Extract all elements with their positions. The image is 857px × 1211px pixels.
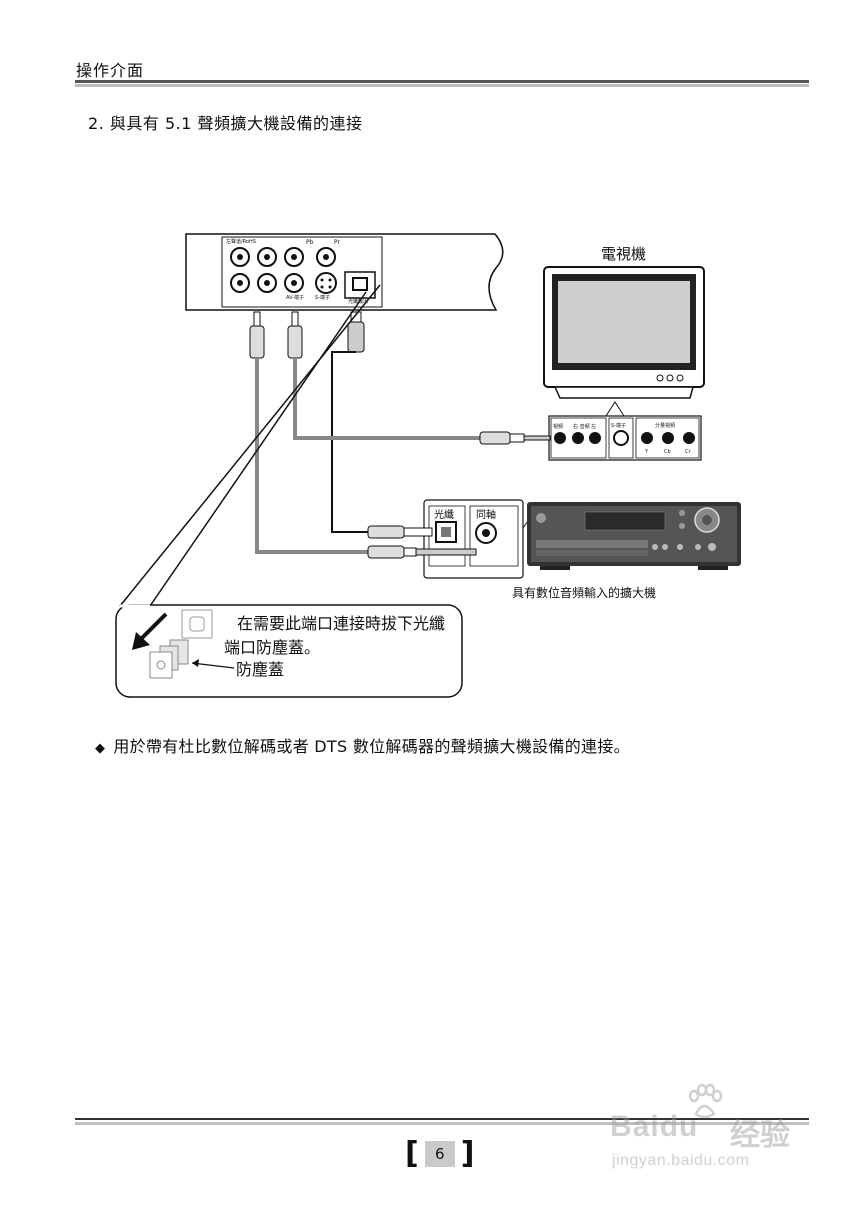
callout-line-1: 在需要此端口連接時拔下光纖 <box>237 614 445 633</box>
player-label-optical: 光纖輸出 <box>348 298 368 305</box>
callout-cover-label: 防塵蓋 <box>236 660 284 679</box>
watermark-brand: Baidu <box>610 1110 699 1143</box>
dust-cover-callout: 在需要此端口連接時拔下光纖 端口防塵蓋。 防塵蓋 <box>115 604 463 698</box>
amp-caption: 具有數位音頻輸入的擴大機 <box>512 585 656 600</box>
tv-label: 電視機 <box>601 245 646 263</box>
tv-panel-y: Y <box>644 449 649 455</box>
callout-line-2: 端口防塵蓋。 <box>224 638 320 657</box>
header-rule-shadow <box>75 84 809 87</box>
tv-panel-audio: 右 音頻 左 <box>573 423 596 430</box>
callout-pointer <box>119 284 381 607</box>
paw-logo-icon <box>688 1083 723 1119</box>
tv-panel-component: 分量視頻 <box>655 422 675 429</box>
tv-panel-cr: Cr <box>685 449 691 455</box>
page-header-title: 操作介面 <box>76 61 145 80</box>
tv-panel-svideo: S-端子 <box>611 422 626 429</box>
tv-panel-cb: Cb <box>664 449 671 455</box>
page-bracket-right: ] <box>460 1136 475 1171</box>
page-bracket-left: [ <box>405 1136 419 1171</box>
header-rule <box>75 80 809 83</box>
amp-port-coaxial-label: 同軸 <box>476 508 496 521</box>
watermark-url: jingyan.baidu.com <box>612 1152 750 1169</box>
player-plugs <box>249 311 365 359</box>
section-title: 2. 與具有 5.1 聲頻擴大機設備的連接 <box>88 114 363 133</box>
tv-panel-video: 視頻 <box>553 423 563 430</box>
player-label-pr: Pr <box>334 239 341 246</box>
amp-port-box: 光纖 同軸 <box>367 499 524 579</box>
amp-port-optical-label: 光纖 <box>434 508 454 521</box>
footer-rule-shadow <box>75 1122 809 1125</box>
player-label-svideo: S-端子 <box>315 294 330 301</box>
usage-note-text: 用於帶有杜比數位解碼或者 DTS 數位解碼器的聲頻擴大機設備的連接。 <box>113 737 630 756</box>
player-label-pb: Pb <box>306 239 314 246</box>
diamond-bullet-icon: ◆ <box>95 741 106 756</box>
amplifier-illustration: 具有數位音頻輸入的擴大機 <box>512 502 741 600</box>
baidu-watermark: Baidu 经验 jingyan.baidu.com <box>600 1082 815 1177</box>
usage-note: ◆ 用於帶有杜比數位解碼或者 DTS 數位解碼器的聲頻擴大機設備的連接。 <box>95 733 630 757</box>
cables <box>255 351 480 554</box>
tv-illustration: 電視機 <box>543 245 705 399</box>
player-label-analog: 左聲道/RoHS <box>226 238 256 245</box>
player-label-av: AV-端子 <box>286 294 304 301</box>
page-number-value: 6 <box>424 1141 455 1167</box>
watermark-cn: 经验 <box>730 1118 790 1153</box>
tv-input-panel: 視頻 右 音頻 左 S-端子 分量視頻 Y Cb Cr <box>479 401 702 461</box>
footer-rule <box>75 1118 809 1120</box>
page-number: [ 6 ] <box>405 1136 474 1172</box>
player-rear-panel: 左聲道/RoHS Pb Pr AV-端子 S-端子 光纖輸出 <box>185 233 504 311</box>
